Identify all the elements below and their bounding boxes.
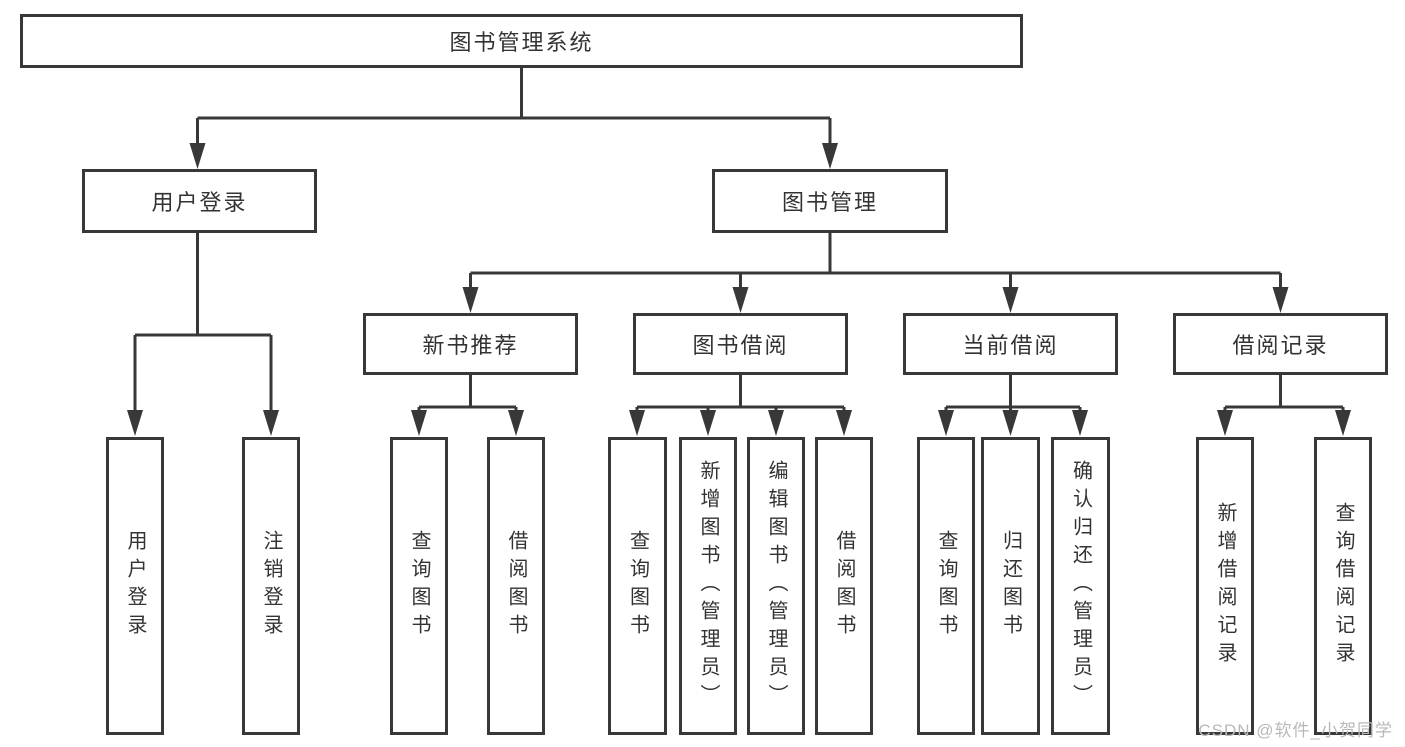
- leaf-query-books-current: 查询图书: [917, 437, 975, 735]
- node-book-management: 图书管理: [712, 169, 948, 233]
- leaf-edit-books-admin: 编辑图书（管理员）: [747, 437, 805, 735]
- leaf-confirm-return-admin: 确认归还（管理员）: [1051, 437, 1110, 735]
- arrow-down-icon: [127, 410, 143, 436]
- arrow-down-icon: [1217, 410, 1233, 436]
- node-user-login-label: 用户登录: [151, 190, 248, 215]
- arrow-down-icon: [938, 410, 954, 436]
- node-current-borrow: 当前借阅: [903, 313, 1118, 375]
- arrow-down-icon: [822, 143, 838, 169]
- leaf-add-borrow-record: 新增借阅记录: [1196, 437, 1254, 735]
- leaf-query-books-recommend: 查询图书: [390, 437, 448, 735]
- leaf-user-login: 用户登录: [106, 437, 164, 735]
- leaf-query-books-borrow: 查询图书: [608, 437, 667, 735]
- arrow-down-icon: [189, 143, 206, 169]
- node-new-book-recommend: 新书推荐: [363, 313, 578, 375]
- arrow-down-icon: [629, 410, 645, 436]
- node-book-borrow: 图书借阅: [633, 313, 848, 375]
- arrow-down-icon: [263, 410, 279, 436]
- arrow-down-icon: [836, 410, 852, 436]
- leaf-query-borrow-record: 查询借阅记录: [1314, 437, 1372, 735]
- node-book-borrow-label: 图书借阅: [692, 333, 789, 358]
- connector-newbook-to-leaves: [411, 375, 524, 436]
- connector-root-to-level2: [189, 68, 838, 169]
- connector-userlogin-to-leaves: [127, 233, 279, 436]
- connector-currentborrow-to-leaves: [938, 375, 1088, 436]
- node-root-label: 图书管理系统: [449, 30, 594, 55]
- arrow-down-icon: [1272, 287, 1289, 313]
- node-user-login: 用户登录: [82, 169, 317, 233]
- arrow-down-icon: [1335, 410, 1351, 436]
- node-current-borrow-label: 当前借阅: [962, 333, 1059, 358]
- arrow-down-icon: [462, 287, 479, 313]
- node-new-book-recommend-label: 新书推荐: [422, 333, 519, 358]
- arrow-down-icon: [768, 410, 784, 436]
- leaf-return-books: 归还图书: [981, 437, 1040, 735]
- watermark: CSDN @软件_小贺同学: [1198, 721, 1393, 740]
- arrow-down-icon: [411, 410, 427, 436]
- connector-borrowrecords-to-leaves: [1217, 375, 1351, 436]
- leaf-borrow-books-recommend: 借阅图书: [487, 437, 545, 735]
- node-borrow-records-label: 借阅记录: [1232, 333, 1329, 358]
- leaf-logout: 注销登录: [242, 437, 300, 735]
- arrow-down-icon: [1072, 410, 1088, 436]
- node-borrow-records: 借阅记录: [1173, 313, 1388, 375]
- connector-bookmgmt-to-level3: [462, 233, 1289, 313]
- arrow-down-icon: [1002, 410, 1019, 436]
- arrow-down-icon: [700, 410, 716, 436]
- node-root: 图书管理系统: [20, 14, 1023, 68]
- arrow-down-icon: [1002, 287, 1019, 313]
- leaf-borrow-books: 借阅图书: [815, 437, 873, 735]
- leaf-add-books-admin: 新增图书（管理员）: [679, 437, 737, 735]
- arrow-down-icon: [732, 287, 749, 313]
- node-book-management-label: 图书管理: [781, 190, 878, 215]
- arrow-down-icon: [508, 410, 524, 436]
- connector-bookborrow-to-leaves: [629, 375, 852, 436]
